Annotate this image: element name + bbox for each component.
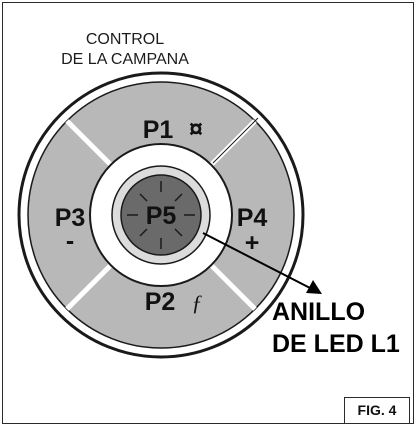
p4-label: P4	[237, 204, 268, 232]
title-line-2: DE LA CAMPANA	[61, 51, 189, 68]
p3-label: P3	[55, 204, 86, 232]
title-line-1: CONTROL	[86, 31, 164, 48]
p1-label: P1	[143, 116, 174, 144]
p1-symbol-icon: ¤	[189, 115, 203, 143]
p2-symbol-icon: ƒ	[192, 290, 203, 315]
figure-label: FIG. 4	[344, 397, 410, 424]
p5-label: P5	[146, 202, 177, 230]
callout-line-1: ANILLO	[272, 298, 365, 326]
p3-symbol-icon: -	[66, 227, 74, 255]
led-rays-icon	[127, 181, 195, 249]
callout-line-2: DE LED L1	[272, 330, 400, 358]
p4-symbol-icon: +	[245, 229, 260, 257]
callout-arrowhead-icon	[306, 280, 322, 294]
callout-arrow-line	[202, 232, 313, 290]
p2-label: P2	[145, 288, 176, 316]
